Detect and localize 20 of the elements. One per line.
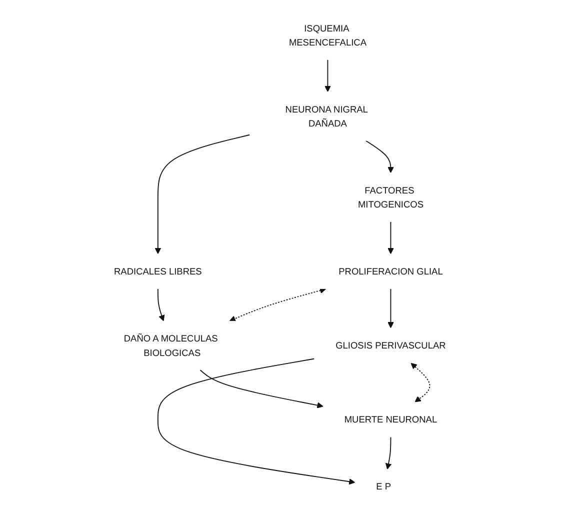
node-text: ISQUEMIA MESENCEFALICA xyxy=(288,22,366,48)
arrow xyxy=(410,362,430,402)
arrow xyxy=(157,358,355,485)
node-text: NEURONA NIGRAL DAÑADA xyxy=(284,104,368,128)
arrow xyxy=(199,370,323,408)
node-text: MUERTE NEURONAL xyxy=(344,414,437,425)
node-text: E P xyxy=(376,481,391,492)
node-text: GLIOSIS PERIVASCULAR xyxy=(335,340,446,351)
node-text: RADICALES LIBRES xyxy=(114,266,202,277)
arrow xyxy=(385,436,392,470)
arrow xyxy=(157,288,164,322)
arrow xyxy=(365,140,394,174)
arrow xyxy=(324,59,331,92)
arrow xyxy=(387,221,394,254)
node-text: PROLIFERACION GLIAL xyxy=(338,266,443,277)
node-text: FACTORES MITOGENICOS xyxy=(358,184,424,210)
arrow xyxy=(154,134,250,254)
arrow xyxy=(387,288,394,328)
arrow xyxy=(229,287,326,322)
node-text: DAÑO A MOLECULAS BIOLOGICAS xyxy=(124,333,218,358)
